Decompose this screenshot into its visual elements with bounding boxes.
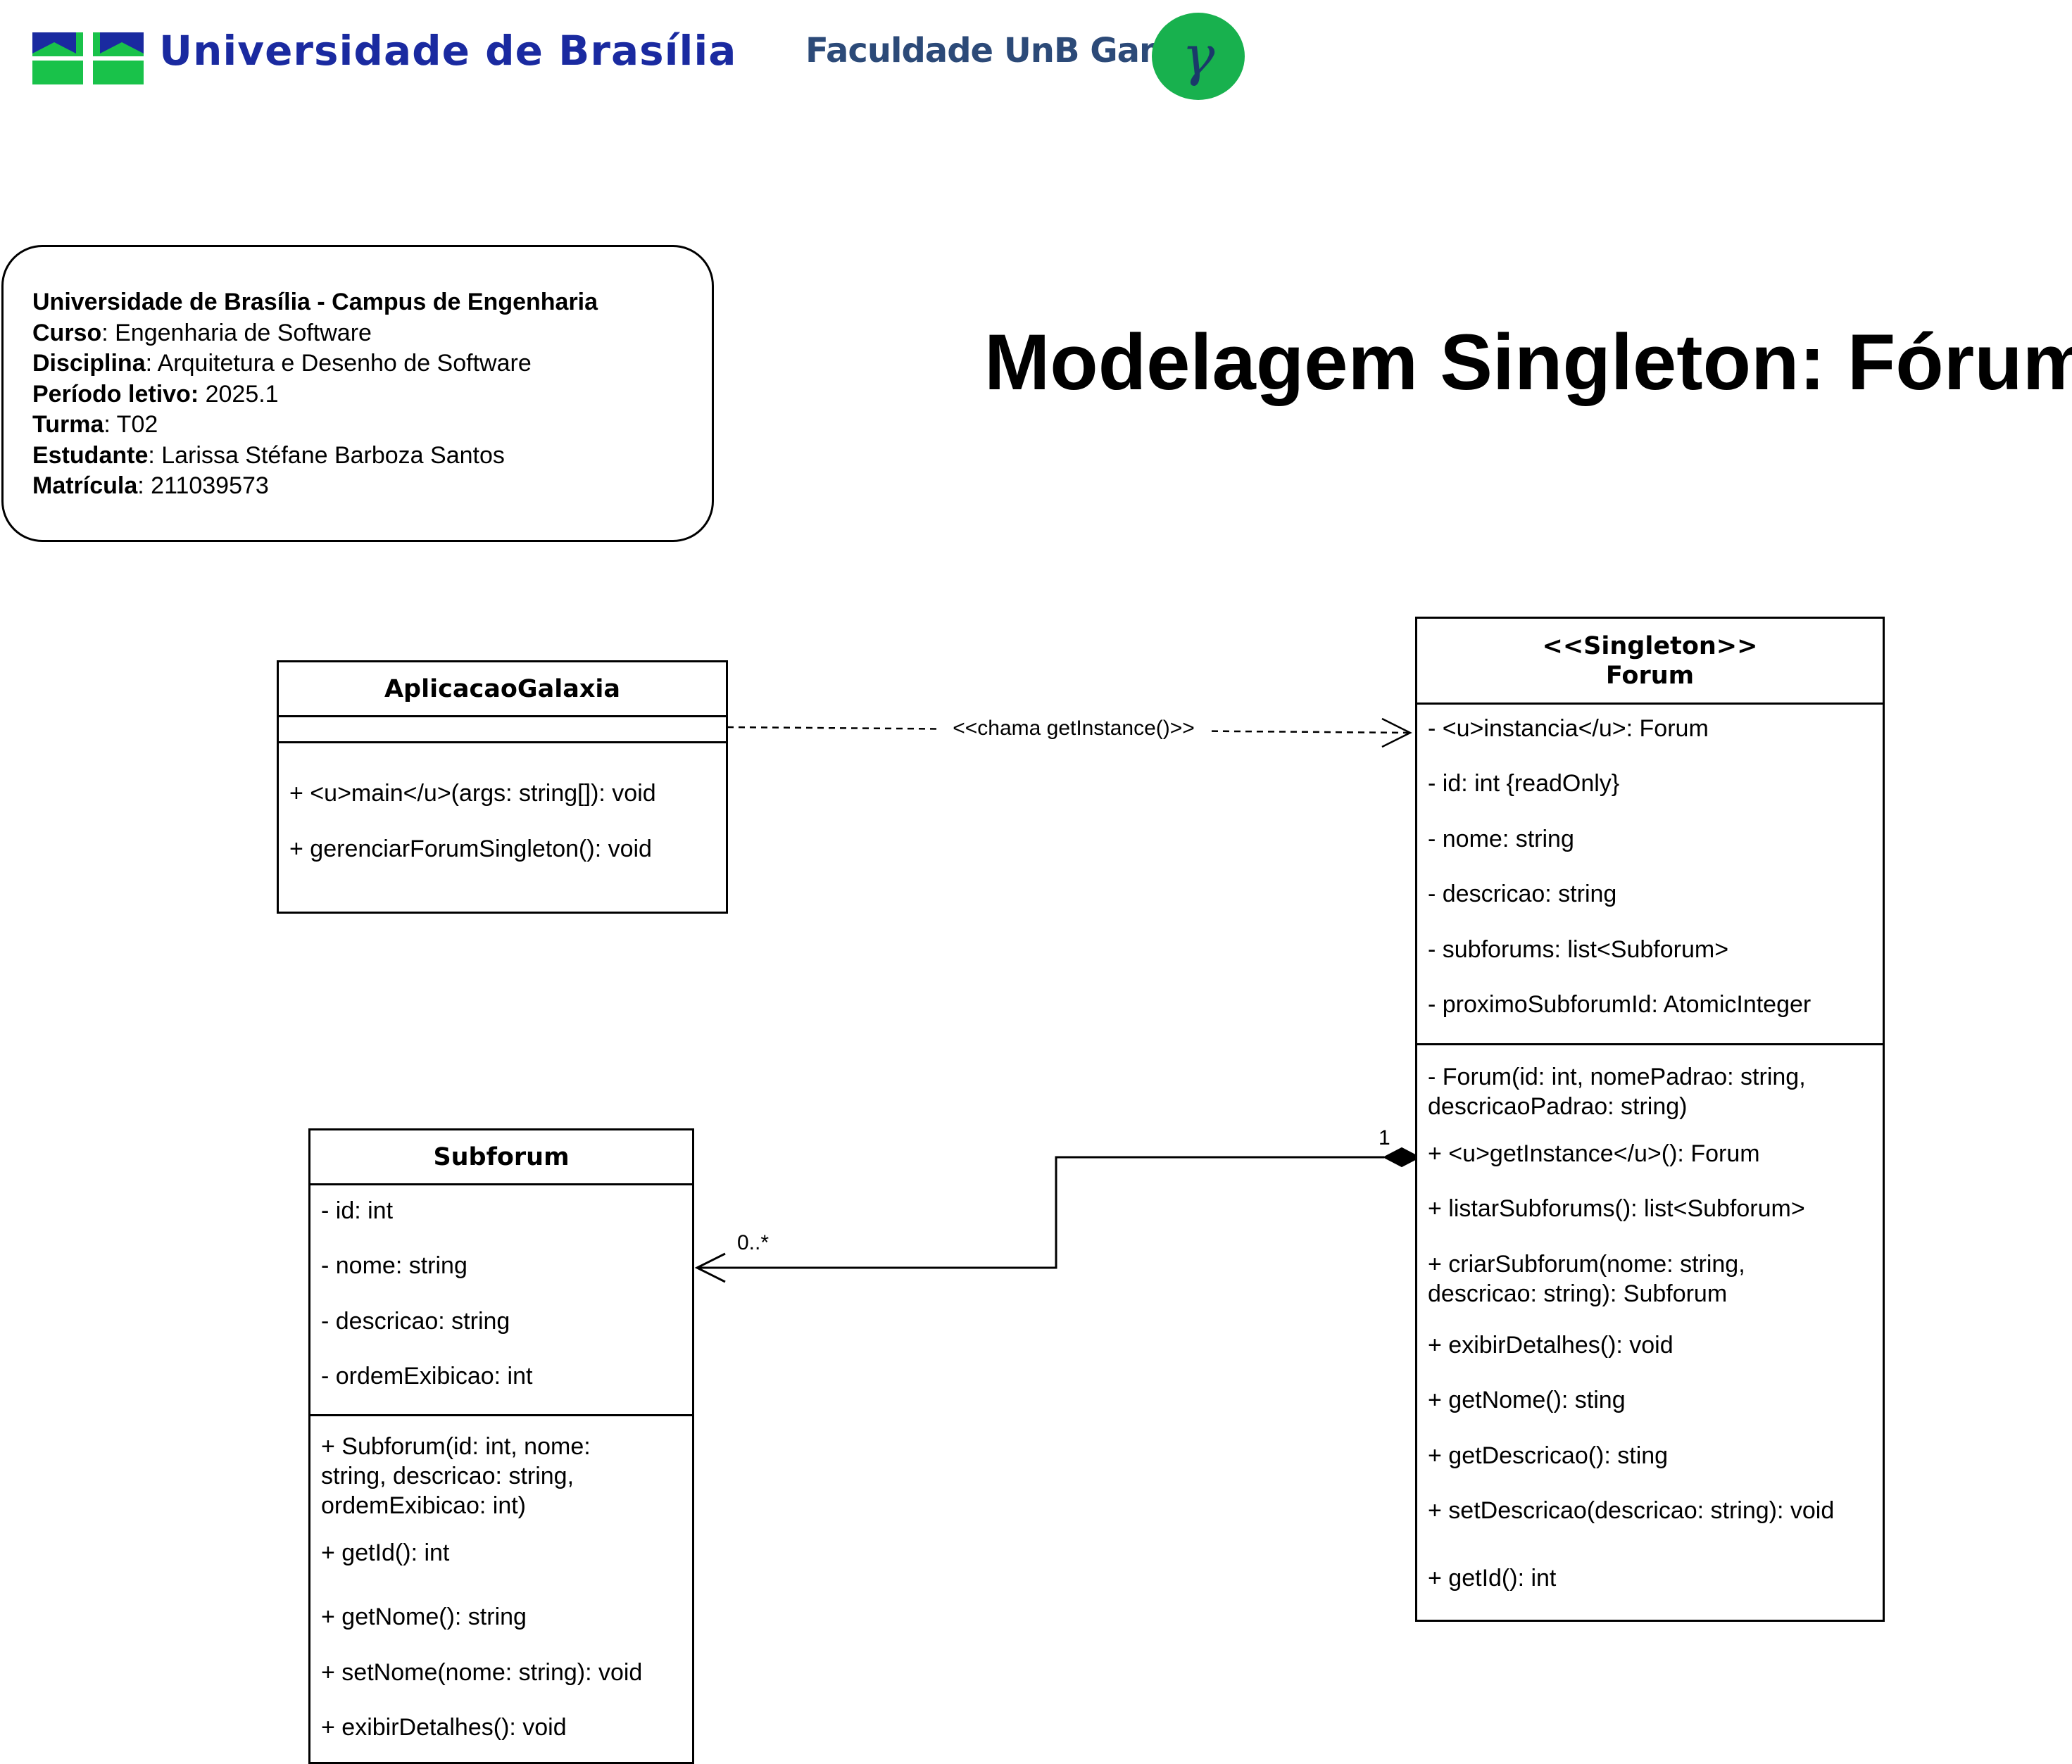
class-subforum-header: Subforum [310,1130,692,1185]
class-forum-stereotype: <<Singleton>> [1542,631,1758,660]
method-item: - Forum(id: int, nomePadrao: string, des… [1428,1064,1806,1120]
method-item: + exibirDetalhes(): void [321,1714,567,1741]
class-aplicacao-header: AplicacaoGalaxia [279,662,726,717]
class-forum-attributes: - <u>instancia</u>: Forum - id: int {rea… [1417,705,1883,1045]
attribute-item: - subforums: list<Subforum> [1428,936,1729,963]
info-box [1,245,714,542]
info-line-university: Universidade de Brasília - Campus de Eng… [32,289,598,315]
multiplicity-forum: 1 [1379,1126,1390,1149]
attribute-item: - <u>instancia</u>: Forum [1428,715,1709,742]
class-forum-name: Forum [1605,661,1695,690]
fga-gamma-icon: γ [1181,25,1215,88]
method-item: + Subforum(id: int, nome: string, descri… [321,1433,591,1519]
info-line-period: Período letivo: 2025.1 [32,380,279,408]
attribute-item: - ordemExibicao: int [321,1363,533,1390]
class-subforum-methods: + Subforum(id: int, nome: string, descri… [310,1416,692,1762]
attribute-item: - descricao: string [1428,881,1617,907]
class-subforum-name: Subforum [433,1142,570,1171]
method-item: + setNome(nome: string): void [321,1659,643,1686]
attribute-item: - descricao: string [321,1308,510,1335]
class-forum-header: <<Singleton>> Forum [1417,619,1883,705]
attribute-item: - proximoSubforumId: AtomicInteger [1428,991,1812,1018]
attribute-item: - id: int {readOnly} [1428,770,1620,797]
method-item: + getNome(): sting [1428,1387,1626,1413]
class-subforum: Subforum - id: int - nome: string - desc… [308,1128,694,1764]
attribute-item: - nome: string [1428,826,1574,852]
diagram-title: Modelagem Singleton: Fórum [984,318,2072,406]
multiplicity-subforum: 0..* [737,1231,769,1254]
class-forum: <<Singleton>> Forum - <u>instancia</u>: … [1415,617,1885,1622]
composition-line [697,1156,1384,1269]
attribute-item: - nome: string [321,1252,467,1279]
method-item: + <u>main</u>(args: string[]): void [289,780,656,807]
attribute-item: - id: int [321,1197,394,1224]
class-aplicacao-attributes [279,717,726,743]
unb-logo-flag-icon [32,32,144,84]
method-item: + setDescricao(descricao: string): void [1428,1497,1835,1524]
method-item: + getId(): int [321,1539,450,1566]
class-subforum-attributes: - id: int - nome: string - descricao: st… [310,1185,692,1416]
method-item: + <u>getInstance</u>(): Forum [1428,1140,1760,1167]
method-item: + getDescricao(): sting [1428,1442,1669,1469]
method-item: + exibirDetalhes(): void [1428,1332,1674,1359]
class-aplicacao-galaxia: AplicacaoGalaxia + <u>main</u>(args: str… [277,660,728,914]
info-line-student: Estudante: Larissa Stéfane Barboza Santo… [32,441,505,469]
dependency-arrowhead [1381,717,1412,748]
method-item: + criarSubforum(nome: string, descricao:… [1428,1251,1745,1307]
info-lines: Universidade de Brasília - Campus de Eng… [32,287,598,502]
info-line-registration: Matrícula: 211039573 [32,472,269,499]
class-aplicacao-methods: + <u>main</u>(args: string[]): void + ge… [279,743,726,912]
info-line-discipline: Disciplina: Arquitetura e Desenho de Sof… [32,350,532,377]
fga-logo-text: Faculdade UnB Gama [805,31,1196,70]
info-line-course: Curso: Engenharia de Software [32,319,372,346]
class-forum-methods: - Forum(id: int, nomePadrao: string, des… [1417,1045,1883,1620]
unb-logo-text: Universidade de Brasília [159,27,737,75]
method-item: + listarSubforums(): list<Subforum> [1428,1195,1805,1222]
class-aplicacao-name: AplicacaoGalaxia [384,674,621,703]
composition-arrowhead [694,1252,726,1283]
method-item: + getNome(): string [321,1604,527,1630]
fga-logo-circle-icon [1152,13,1245,100]
method-item: + getId(): int [1428,1565,1557,1592]
info-line-class: Turma: T02 [32,411,158,438]
composition-diamond-icon [1382,1147,1421,1168]
method-item: + gerenciarForumSingleton(): void [289,836,652,862]
dependency-label: <<chama getInstance()>> [953,717,1195,740]
